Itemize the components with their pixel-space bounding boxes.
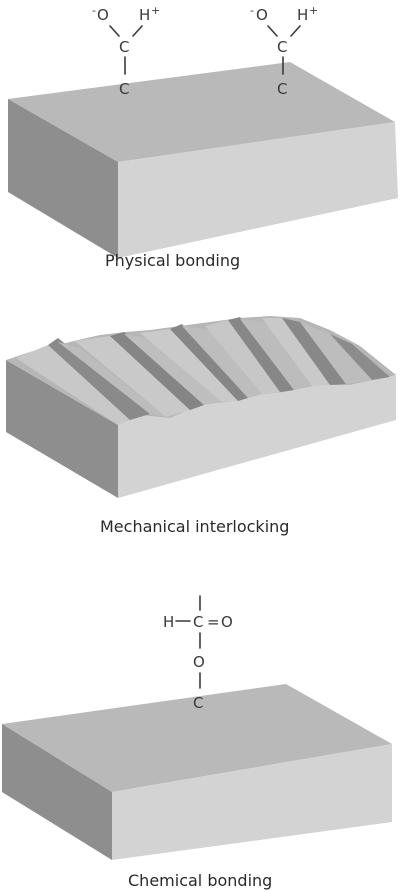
caption-chemical-bonding: Chemical bonding [128,871,272,890]
linking-oxygen-atom: O [193,653,205,671]
ridge [58,342,166,417]
oxygen-atom: O [256,6,268,24]
block-left-face [8,99,118,258]
mechanical-interlocking-panel: Mechanical interlocking [6,316,396,536]
oxygen-charge: - [250,4,254,17]
ridge [182,326,262,398]
block-left-face [2,724,112,860]
hydrogen-atom: H [297,6,308,24]
physical-bonding-panel: - O H + C C - O H + C C Physical bonding [8,4,398,270]
block-top-face [8,62,395,162]
bond-o-c [109,25,120,37]
chemical-block [2,684,392,860]
ester-linkage: H C = O O C [163,595,233,712]
block-front-face [118,375,396,498]
caption-mechanical-interlocking: Mechanical interlocking [100,517,289,536]
surface-carbon-atom: C [277,80,287,98]
physical-block [8,62,398,258]
ridge [205,320,280,394]
ridge [124,334,222,405]
ridge [330,334,390,380]
oxygen-atom: O [97,6,109,24]
hydrogen-atom: H [163,613,174,631]
block-left-face [6,360,118,498]
carbonyl-oxygen-atom: O [221,613,233,631]
ridge [16,345,130,425]
hydrogen-charge: + [151,4,160,17]
double-bond: = [207,613,220,631]
carbon-atom: C [277,38,287,56]
surface-carbon-atom: C [119,80,129,98]
hydrogen-atom: H [139,6,150,24]
ridge [228,317,294,392]
block-front-face [112,744,392,860]
bond-h-c [290,25,301,37]
carbon-atom: C [193,613,203,631]
block-top-face [2,684,392,792]
hydrogen-charge: + [309,4,318,17]
carbon-atom: C [119,38,129,56]
chemical-bonding-panel: H C = O O C Chemical bonding [2,595,392,890]
block-front-face [118,122,398,258]
ridge [240,319,312,390]
ridge [262,318,330,386]
carboxyl-group-left: - O H + C C [92,4,160,98]
mechanical-block [6,316,396,498]
ridge [170,324,248,401]
ridge [282,318,346,385]
carboxyl-group-right: - O H + C C [250,4,318,98]
surface-ridges [16,317,390,425]
ridge [48,338,150,420]
oxygen-charge: - [92,4,96,17]
ridge [110,332,204,410]
ridge [300,322,372,384]
ridge [140,329,238,402]
caption-physical-bonding: Physical bonding [105,251,240,270]
bond-o-c [267,25,278,37]
surface-carbon-atom: C [193,694,203,712]
ridge [75,336,190,417]
bond-h-c [132,25,143,37]
